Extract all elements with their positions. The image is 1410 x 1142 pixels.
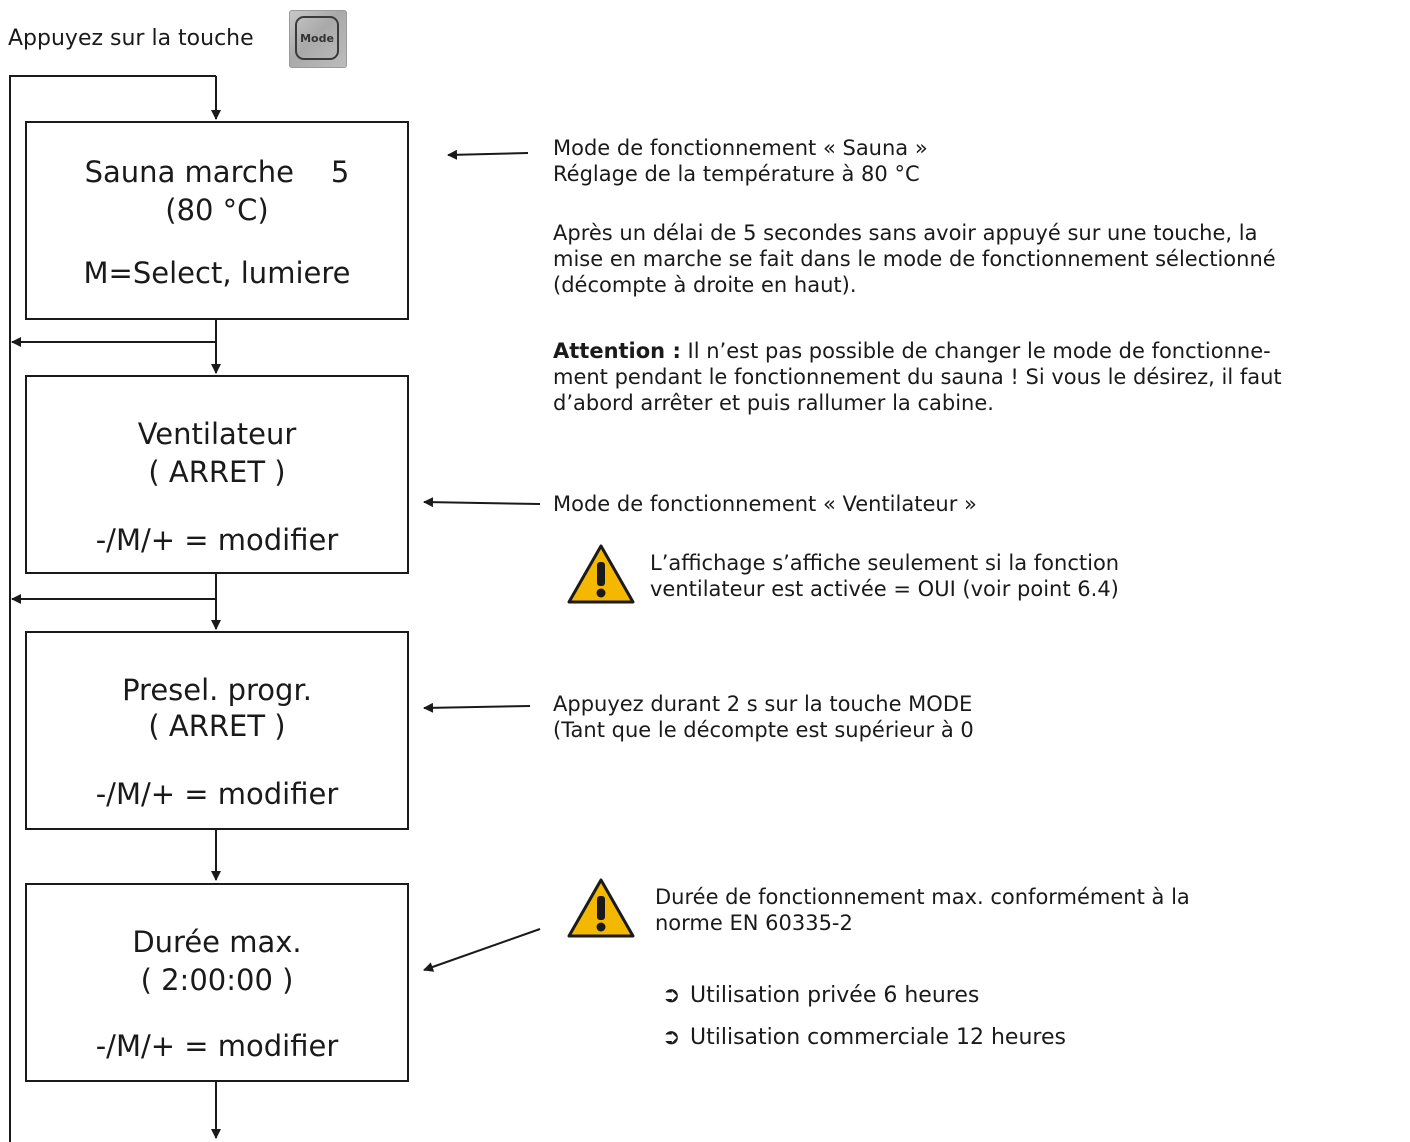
- duree-warning: Durée de fonctionnement max. conformémen…: [655, 884, 1190, 936]
- screen-line-3: -/M/+ = modifier: [95, 1029, 339, 1063]
- pointer-ventilateur: [423, 497, 541, 508]
- screen-line-2: ( 2:00:00 ): [140, 963, 294, 997]
- presel-note: Appuyez durant 2 s sur la touche MODE (T…: [553, 691, 974, 743]
- sauna-note-line-2: Réglage de la température à 80 °C: [553, 162, 920, 186]
- loop-line: [9, 75, 216, 1142]
- pointer-sauna: [447, 149, 529, 160]
- screen-line-1: Sauna marche 5: [84, 155, 350, 189]
- right-arrow-bullet-icon: ➲: [662, 1025, 681, 1050]
- sauna-note: Mode de fonctionnement « Sauna » Réglage…: [553, 135, 928, 187]
- ventilateur-warning-line-1: L’affichage s’affiche seulement si la fo…: [650, 551, 1120, 575]
- ventilateur-note: Mode de fonctionnement « Ventilateur »: [553, 492, 977, 516]
- warning-triangle-icon: [567, 878, 635, 938]
- attention-line-3: d’abord arrêter et puis rallumer la cabi…: [553, 391, 994, 415]
- attention-line-2: ment pendant le fonctionnement du sauna …: [553, 365, 1282, 389]
- screen-line-3: M=Select, lumiere: [83, 256, 351, 290]
- delay-line-1: Après un délai de 5 secondes sans avoir …: [553, 221, 1258, 245]
- duree-warning-line-1: Durée de fonctionnement max. conformémen…: [655, 885, 1190, 909]
- attention-line-1: Il n’est pas possible de changer le mode…: [680, 339, 1271, 363]
- intro-text: Appuyez sur la touche: [8, 26, 254, 51]
- screen-line-3: -/M/+ = modifier: [95, 777, 339, 811]
- screen-line-1: Durée max.: [132, 925, 302, 959]
- bullet-private: ➲ Utilisation privée 6 heures: [662, 983, 979, 1008]
- warning-triangle-icon: [567, 544, 635, 604]
- screen-sauna: Sauna marche 5 (80 °C) M=Select, lumiere: [25, 121, 409, 320]
- bullet-private-text: Utilisation privée 6 heures: [690, 983, 980, 1008]
- attention-label: Attention :: [553, 339, 681, 363]
- screen-line-2: (80 °C): [165, 193, 269, 227]
- delay-line-3: (décompte à droite en haut).: [553, 273, 857, 297]
- presel-note-line-1: Appuyez durant 2 s sur la touche MODE: [553, 692, 973, 716]
- sauna-note-line-1: Mode de fonctionnement « Sauna »: [553, 136, 928, 160]
- presel-note-line-2: (Tant que le décompte est supérieur à 0: [553, 718, 974, 742]
- screen-line-2: ( ARRET ): [148, 455, 286, 489]
- mode-key-icon: Mode: [289, 10, 347, 68]
- screen-presel: Presel. progr. ( ARRET ) -/M/+ = modifie…: [25, 631, 409, 830]
- screen-line-3: -/M/+ = modifier: [95, 523, 339, 557]
- screen-line-1: Ventilateur: [137, 417, 297, 451]
- sauna-delay-paragraph: Après un délai de 5 secondes sans avoir …: [553, 220, 1276, 298]
- screen-duree: Durée max. ( 2:00:00 ) -/M/+ = modifier: [25, 883, 409, 1082]
- ventilateur-warning: L’affichage s’affiche seulement si la fo…: [650, 550, 1119, 602]
- mode-key-label: Mode: [300, 31, 334, 45]
- screen-ventilateur: Ventilateur ( ARRET ) -/M/+ = modifier: [25, 375, 409, 574]
- pointer-presel: [423, 702, 531, 713]
- attention-paragraph: Attention : Il n’est pas possible de cha…: [553, 338, 1282, 416]
- screen-line-1: Presel. progr.: [122, 673, 312, 707]
- ventilateur-warning-line-2: ventilateur est activée = OUI (voir poin…: [650, 577, 1119, 601]
- bullet-commercial: ➲ Utilisation commerciale 12 heures: [662, 1025, 1066, 1050]
- screen-line-2: ( ARRET ): [148, 709, 286, 743]
- delay-line-2: mise en marche se fait dans le mode de f…: [553, 247, 1276, 271]
- duree-warning-line-2: norme EN 60335-2: [655, 911, 853, 935]
- pointer-duree: [423, 928, 541, 972]
- right-arrow-bullet-icon: ➲: [662, 983, 681, 1008]
- bullet-commercial-text: Utilisation commerciale 12 heures: [690, 1025, 1066, 1050]
